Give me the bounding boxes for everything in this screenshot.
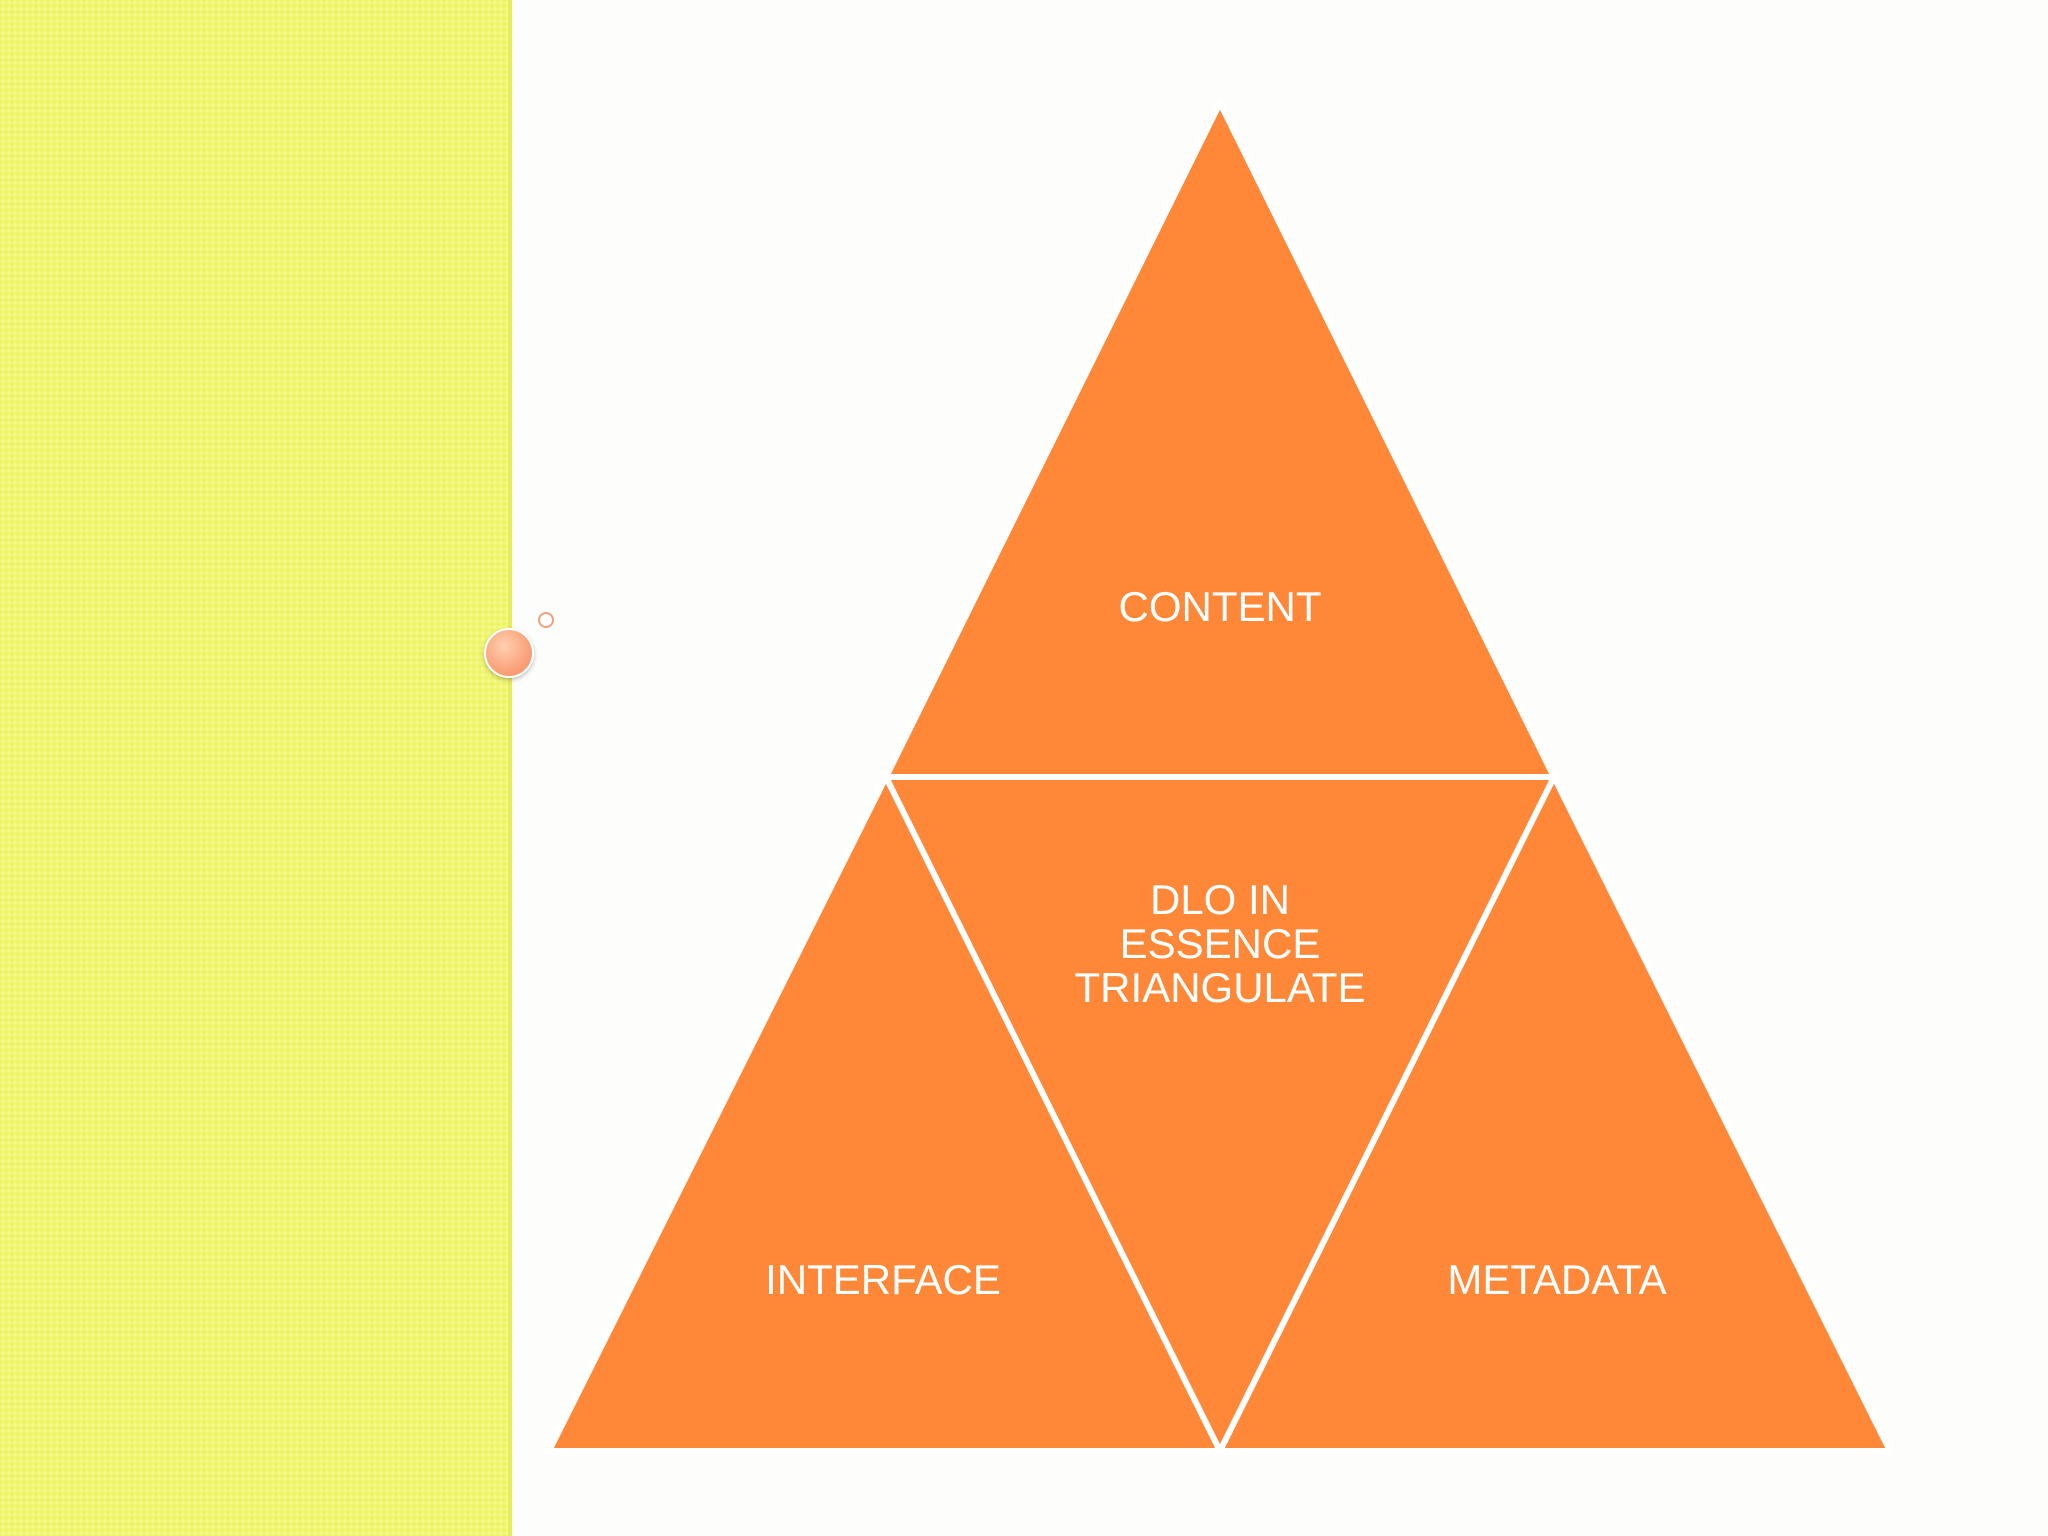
label-center-line-2: ESSENCE <box>1120 920 1321 967</box>
label-metadata: METADATA <box>1447 1256 1666 1303</box>
side-panel <box>0 0 510 1536</box>
triangle-top <box>881 96 1559 780</box>
triangle-bottom-right <box>1215 770 1895 1454</box>
label-center-line-3: TRIANGULATE <box>1075 964 1366 1011</box>
label-interface: INTERFACE <box>765 1256 1001 1303</box>
side-panel-edge <box>508 0 512 1536</box>
label-center-line-1: DLO IN <box>1150 876 1290 923</box>
decorative-bubble-small <box>538 612 554 628</box>
label-content: CONTENT <box>1119 583 1322 630</box>
decorative-bubble-large <box>484 628 534 678</box>
